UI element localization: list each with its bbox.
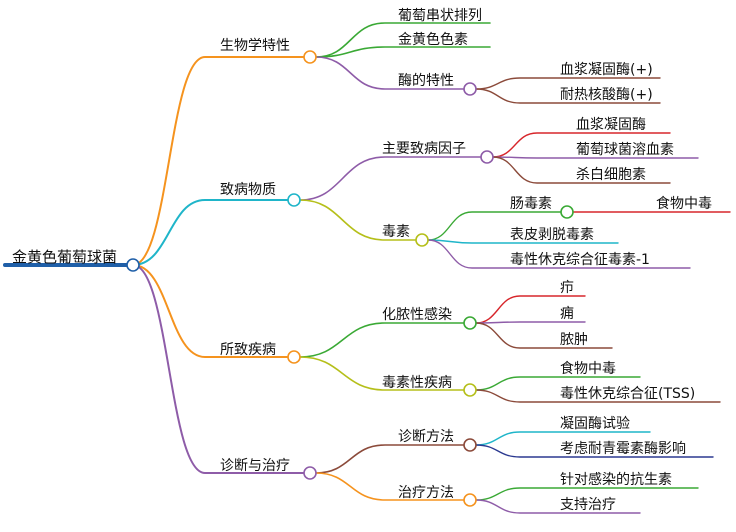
- leaf-leukocidin[interactable]: 杀白细胞素: [576, 167, 646, 183]
- leaf-coagulase-test[interactable]: 凝固酶试验: [560, 416, 630, 432]
- node-suppurative[interactable]: 化脓性感染: [382, 307, 452, 323]
- node-golden-pigment[interactable]: 金黄色色素: [398, 32, 468, 48]
- leaf-connector: [475, 322, 613, 349]
- leaf-abscess[interactable]: 脓肿: [560, 332, 588, 348]
- branch-node-circle[interactable]: [303, 50, 317, 64]
- sub-node-circle[interactable]: [463, 493, 477, 507]
- leaf-carbuncle[interactable]: 痈: [560, 306, 574, 322]
- branch-node-circle[interactable]: [303, 466, 317, 480]
- leaf-tsst-1[interactable]: 毒性休克综合征毒素-1: [510, 252, 650, 268]
- branch-label-diseases[interactable]: 所致疾病: [220, 342, 276, 358]
- leaf-connector: [427, 211, 568, 241]
- sub-connector: [299, 199, 423, 241]
- leaf-tss[interactable]: 毒性休克综合征(TSS): [560, 386, 696, 402]
- node-toxin-disease[interactable]: 毒素性疾病: [382, 375, 452, 391]
- sub-connector: [315, 22, 491, 58]
- node-grape-cluster[interactable]: 葡萄串状排列: [398, 8, 482, 24]
- leaf-food-poisoning-toxin[interactable]: 食物中毒: [656, 196, 712, 212]
- leaf-connector: [475, 376, 641, 391]
- sub-connector: [315, 46, 491, 58]
- leaf-penicillinase[interactable]: 考虑耐青霉素酶影响: [560, 441, 686, 457]
- sub-node-circle[interactable]: [463, 316, 477, 330]
- leaf-connector: [475, 321, 586, 324]
- sub-node-circle[interactable]: [463, 82, 477, 96]
- branch-node-circle[interactable]: [287, 350, 301, 364]
- sub-connector: [299, 156, 488, 201]
- leaf-connector: [475, 88, 661, 104]
- branch-connector: [132, 199, 295, 266]
- sub-connector: [315, 444, 471, 474]
- sub-node-circle[interactable]: [463, 383, 477, 397]
- leaf-connector: [475, 499, 641, 514]
- leaf-connector: [475, 487, 699, 501]
- leaf-hemolysin[interactable]: 葡萄球菌溶血素: [576, 142, 674, 158]
- branch-connector: [132, 56, 311, 266]
- branch-label-diagnosis-treatment[interactable]: 诊断与治疗: [220, 458, 290, 474]
- sub-node-circle[interactable]: [480, 150, 494, 164]
- leaf-connector: [475, 431, 651, 446]
- branch-connector: [132, 264, 311, 474]
- sub-connector: [315, 472, 471, 501]
- leaf-connector: [475, 389, 721, 403]
- leaf-coagulase[interactable]: 血浆凝固酶: [576, 117, 646, 133]
- leaf-supportive-care[interactable]: 支持治疗: [560, 497, 616, 513]
- leaf-antibiotics[interactable]: 针对感染的抗生素: [560, 472, 672, 488]
- branch-label-biology[interactable]: 生物学特性: [220, 38, 290, 54]
- sub-node-circle[interactable]: [415, 233, 429, 247]
- leaf-connector: [492, 132, 671, 158]
- leaf-connector: [492, 156, 699, 159]
- node-enzyme-traits[interactable]: 酶的特性: [398, 73, 454, 89]
- root-node-circle[interactable]: [126, 258, 140, 272]
- leaf-connector: [475, 295, 586, 324]
- sub-node-circle[interactable]: [463, 438, 477, 452]
- leaf-connector: [475, 444, 714, 458]
- sub-connector: [299, 356, 471, 391]
- leaf-boil[interactable]: 疖: [560, 280, 574, 296]
- node-enterotoxin[interactable]: 肠毒素: [510, 196, 552, 212]
- leaf-exfoliative-toxin[interactable]: 表皮剥脱毒素: [510, 227, 594, 243]
- sub-connector: [299, 322, 471, 358]
- sub-node-circle[interactable]: [560, 205, 574, 219]
- branch-node-circle[interactable]: [287, 193, 301, 207]
- leaf-connector: [475, 77, 661, 90]
- root-label[interactable]: 金黄色葡萄球菌: [12, 248, 118, 266]
- leaf-connector: [427, 239, 691, 269]
- node-treatment-methods[interactable]: 治疗方法: [398, 485, 454, 501]
- branch-connector: [132, 264, 295, 358]
- node-diagnosis-methods[interactable]: 诊断方法: [398, 429, 454, 445]
- branch-label-pathogenic-factors[interactable]: 致病物质: [220, 182, 276, 198]
- leaf-food-poisoning[interactable]: 食物中毒: [560, 361, 616, 377]
- leaf-thermonuclease-plus[interactable]: 耐热核酸酶(+): [560, 87, 653, 103]
- leaf-connector: [492, 156, 671, 184]
- sub-connector: [315, 56, 471, 90]
- node-toxins[interactable]: 毒素: [382, 224, 410, 240]
- node-main-virulence[interactable]: 主要致病因子: [382, 141, 466, 157]
- leaf-coagulase-plus[interactable]: 血浆凝固酶(+): [560, 62, 653, 78]
